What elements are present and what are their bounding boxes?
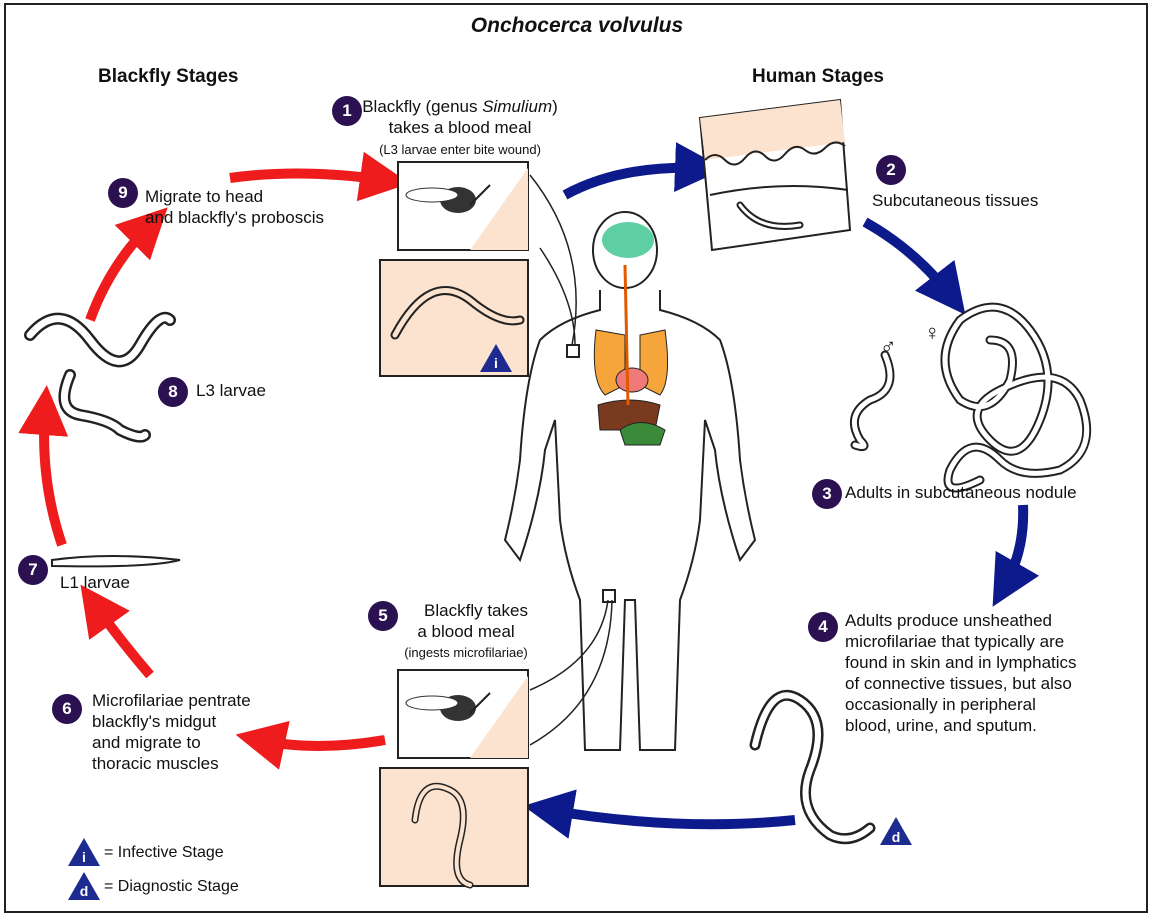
arrow-8-to-9 <box>90 225 150 320</box>
heading-human-stages: Human Stages <box>752 66 884 88</box>
stage-3-badge: 3 <box>812 479 842 509</box>
stage-4-badge: 4 <box>808 612 838 642</box>
svg-text:d: d <box>80 883 89 899</box>
stage-2-badge: 2 <box>876 155 906 185</box>
stage-7-label: L1 larvae <box>60 572 130 593</box>
stage-6-badge: 6 <box>52 694 82 724</box>
stage-7-badge: 7 <box>18 555 48 585</box>
diagram-title: Onchocerca volvulus <box>0 14 1154 38</box>
legend-infective-label: = Infective Stage <box>104 844 224 862</box>
stage-3-label: Adults in subcutaneous nodule <box>845 482 1077 503</box>
arrow-2-to-3 <box>865 222 950 295</box>
arrow-7-to-8 <box>44 410 62 545</box>
male-symbol: ♂ <box>880 336 897 357</box>
heading-blackfly-stages: Blackfly Stages <box>98 66 238 88</box>
female-symbol: ♀ <box>924 322 941 343</box>
stage-5-label: Blackfly takes a blood meal (ingests mic… <box>378 600 554 663</box>
stage-9-label: Migrate to head and blackfly's proboscis <box>145 186 324 228</box>
stage-1-label: Blackfly (genus Simulium) takes a blood … <box>355 96 565 160</box>
stage-2-label: Subcutaneous tissues <box>872 190 1038 211</box>
stage-6-label: Microfilariae pentrate blackfly's midgut… <box>92 690 251 774</box>
stage-9-badge: 9 <box>108 178 138 208</box>
svg-text:i: i <box>494 355 498 371</box>
l1-larvae-drawing <box>52 556 180 566</box>
stage-4-label: Adults produce unsheathed microfilariae … <box>845 610 1145 736</box>
skin-block <box>700 100 850 250</box>
stage-8-badge: 8 <box>158 377 188 407</box>
arrow-1-to-2 <box>565 168 700 195</box>
human-figure <box>505 212 755 750</box>
l3-larvae-drawing <box>30 318 170 437</box>
blackfly-panel-top: i <box>380 162 528 376</box>
svg-text:i: i <box>82 849 86 865</box>
legend-diagnostic-label: = Diagnostic Stage <box>104 878 239 896</box>
blackfly-panel-bottom <box>380 670 528 886</box>
arrow-5-to-6 <box>260 740 385 746</box>
bite-site-upper <box>567 345 579 357</box>
svg-text:d: d <box>892 829 901 845</box>
arrow-6-to-7 <box>95 605 150 675</box>
arrow-3-to-4 <box>1005 505 1023 585</box>
bite-site-lower <box>603 590 615 602</box>
arrow-9-to-1 <box>230 173 385 180</box>
stage-8-label: L3 larvae <box>196 380 266 401</box>
arrow-4-to-5 <box>548 810 795 824</box>
